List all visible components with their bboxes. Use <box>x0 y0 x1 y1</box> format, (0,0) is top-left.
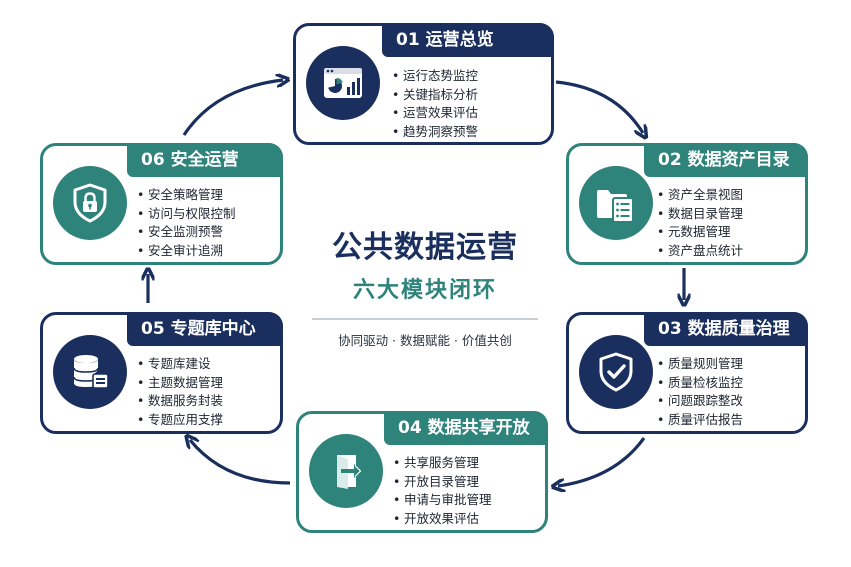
list-item: 数据服务封装 <box>137 392 223 411</box>
list-item: 运行态势监控 <box>392 67 478 86</box>
list-item: 质量评估报告 <box>657 411 743 430</box>
module-title-03: 03 数据质量治理 <box>644 312 808 346</box>
folder-document-icon <box>579 166 653 240</box>
list-item: 开放目录管理 <box>393 473 492 492</box>
module-items-02: 资产全景视图 数据目录管理 元数据管理 资产盘点统计 <box>657 186 743 260</box>
module-title-06: 06 安全运营 <box>127 143 283 177</box>
arrow-04-to-05 <box>190 440 291 485</box>
module-title-04: 04 数据共享开放 <box>384 411 548 445</box>
list-item: 专题库建设 <box>137 355 223 374</box>
center-slogan: 协同驱动 · 数据赋能 · 价值共创 <box>338 333 512 348</box>
center-title: 公共数据运营 <box>332 230 518 265</box>
list-item: 专题应用支撑 <box>137 411 223 430</box>
database-icon <box>53 335 127 409</box>
list-item: 资产全景视图 <box>657 186 743 205</box>
module-title-01: 01 运营总览 <box>382 23 554 57</box>
shield-check-icon <box>579 335 653 409</box>
module-card-06: 06 安全运营 安全策略管理 访问与权限控制 安全监测预警 安全审计追溯 <box>40 143 283 265</box>
list-item: 质量检核监控 <box>657 374 743 393</box>
center-subtitle: 六大模块闭环 <box>352 278 497 303</box>
list-item: 关键指标分析 <box>392 86 478 105</box>
arrow-01-to-02 <box>555 80 643 133</box>
module-card-05: 05 专题库中心 专题库建设 主题数据管理 数据服务封装 专题应用支撑 <box>40 312 283 434</box>
list-item: 安全审计追溯 <box>137 242 236 261</box>
shield-lock-icon <box>53 166 127 240</box>
module-items-05: 专题库建设 主题数据管理 数据服务封装 专题应用支撑 <box>137 355 223 429</box>
list-item: 元数据管理 <box>657 223 743 242</box>
list-item: 问题跟踪整改 <box>657 392 743 411</box>
center-divider <box>312 318 538 320</box>
list-item: 资产盘点统计 <box>657 242 743 261</box>
list-item: 访问与权限控制 <box>137 205 236 224</box>
arrow-03-to-04 <box>558 437 646 486</box>
arrow-06-to-01 <box>182 80 283 136</box>
module-card-04: 04 数据共享开放 共享服务管理 开放目录管理 申请与审批管理 开放效果评估 <box>296 411 548 533</box>
list-item: 安全监测预警 <box>137 223 236 242</box>
list-item: 运营效果评估 <box>392 104 478 123</box>
module-title-02: 02 数据资产目录 <box>644 143 808 177</box>
list-item: 主题数据管理 <box>137 374 223 393</box>
dashboard-icon <box>306 46 380 120</box>
list-item: 安全策略管理 <box>137 186 236 205</box>
list-item: 申请与审批管理 <box>393 491 492 510</box>
list-item: 开放效果评估 <box>393 510 492 529</box>
list-item: 数据目录管理 <box>657 205 743 224</box>
exit-door-icon <box>309 434 383 508</box>
module-card-03: 03 数据质量治理 质量规则管理 质量检核监控 问题跟踪整改 质量评估报告 <box>566 312 808 434</box>
module-title-05: 05 专题库中心 <box>127 312 283 346</box>
module-items-04: 共享服务管理 开放目录管理 申请与审批管理 开放效果评估 <box>393 454 492 528</box>
list-item: 趋势洞察预警 <box>392 123 478 142</box>
module-items-01: 运行态势监控 关键指标分析 运营效果评估 趋势洞察预警 <box>392 67 478 141</box>
module-items-06: 安全策略管理 访问与权限控制 安全监测预警 安全审计追溯 <box>137 186 236 260</box>
list-item: 质量规则管理 <box>657 355 743 374</box>
module-card-02: 02 数据资产目录 资产全景视图 数据目录管理 元数据管理 资产盘点统计 <box>566 143 808 265</box>
list-item: 共享服务管理 <box>393 454 492 473</box>
center-block: 公共数据运营 六大模块闭环 协同驱动 · 数据赋能 · 价值共创 <box>300 222 550 349</box>
module-items-03: 质量规则管理 质量检核监控 问题跟踪整改 质量评估报告 <box>657 355 743 429</box>
module-card-01: 01 运营总览 运行态势监控 关键指标分析 运营效果评估 趋势洞察预警 <box>293 23 554 145</box>
